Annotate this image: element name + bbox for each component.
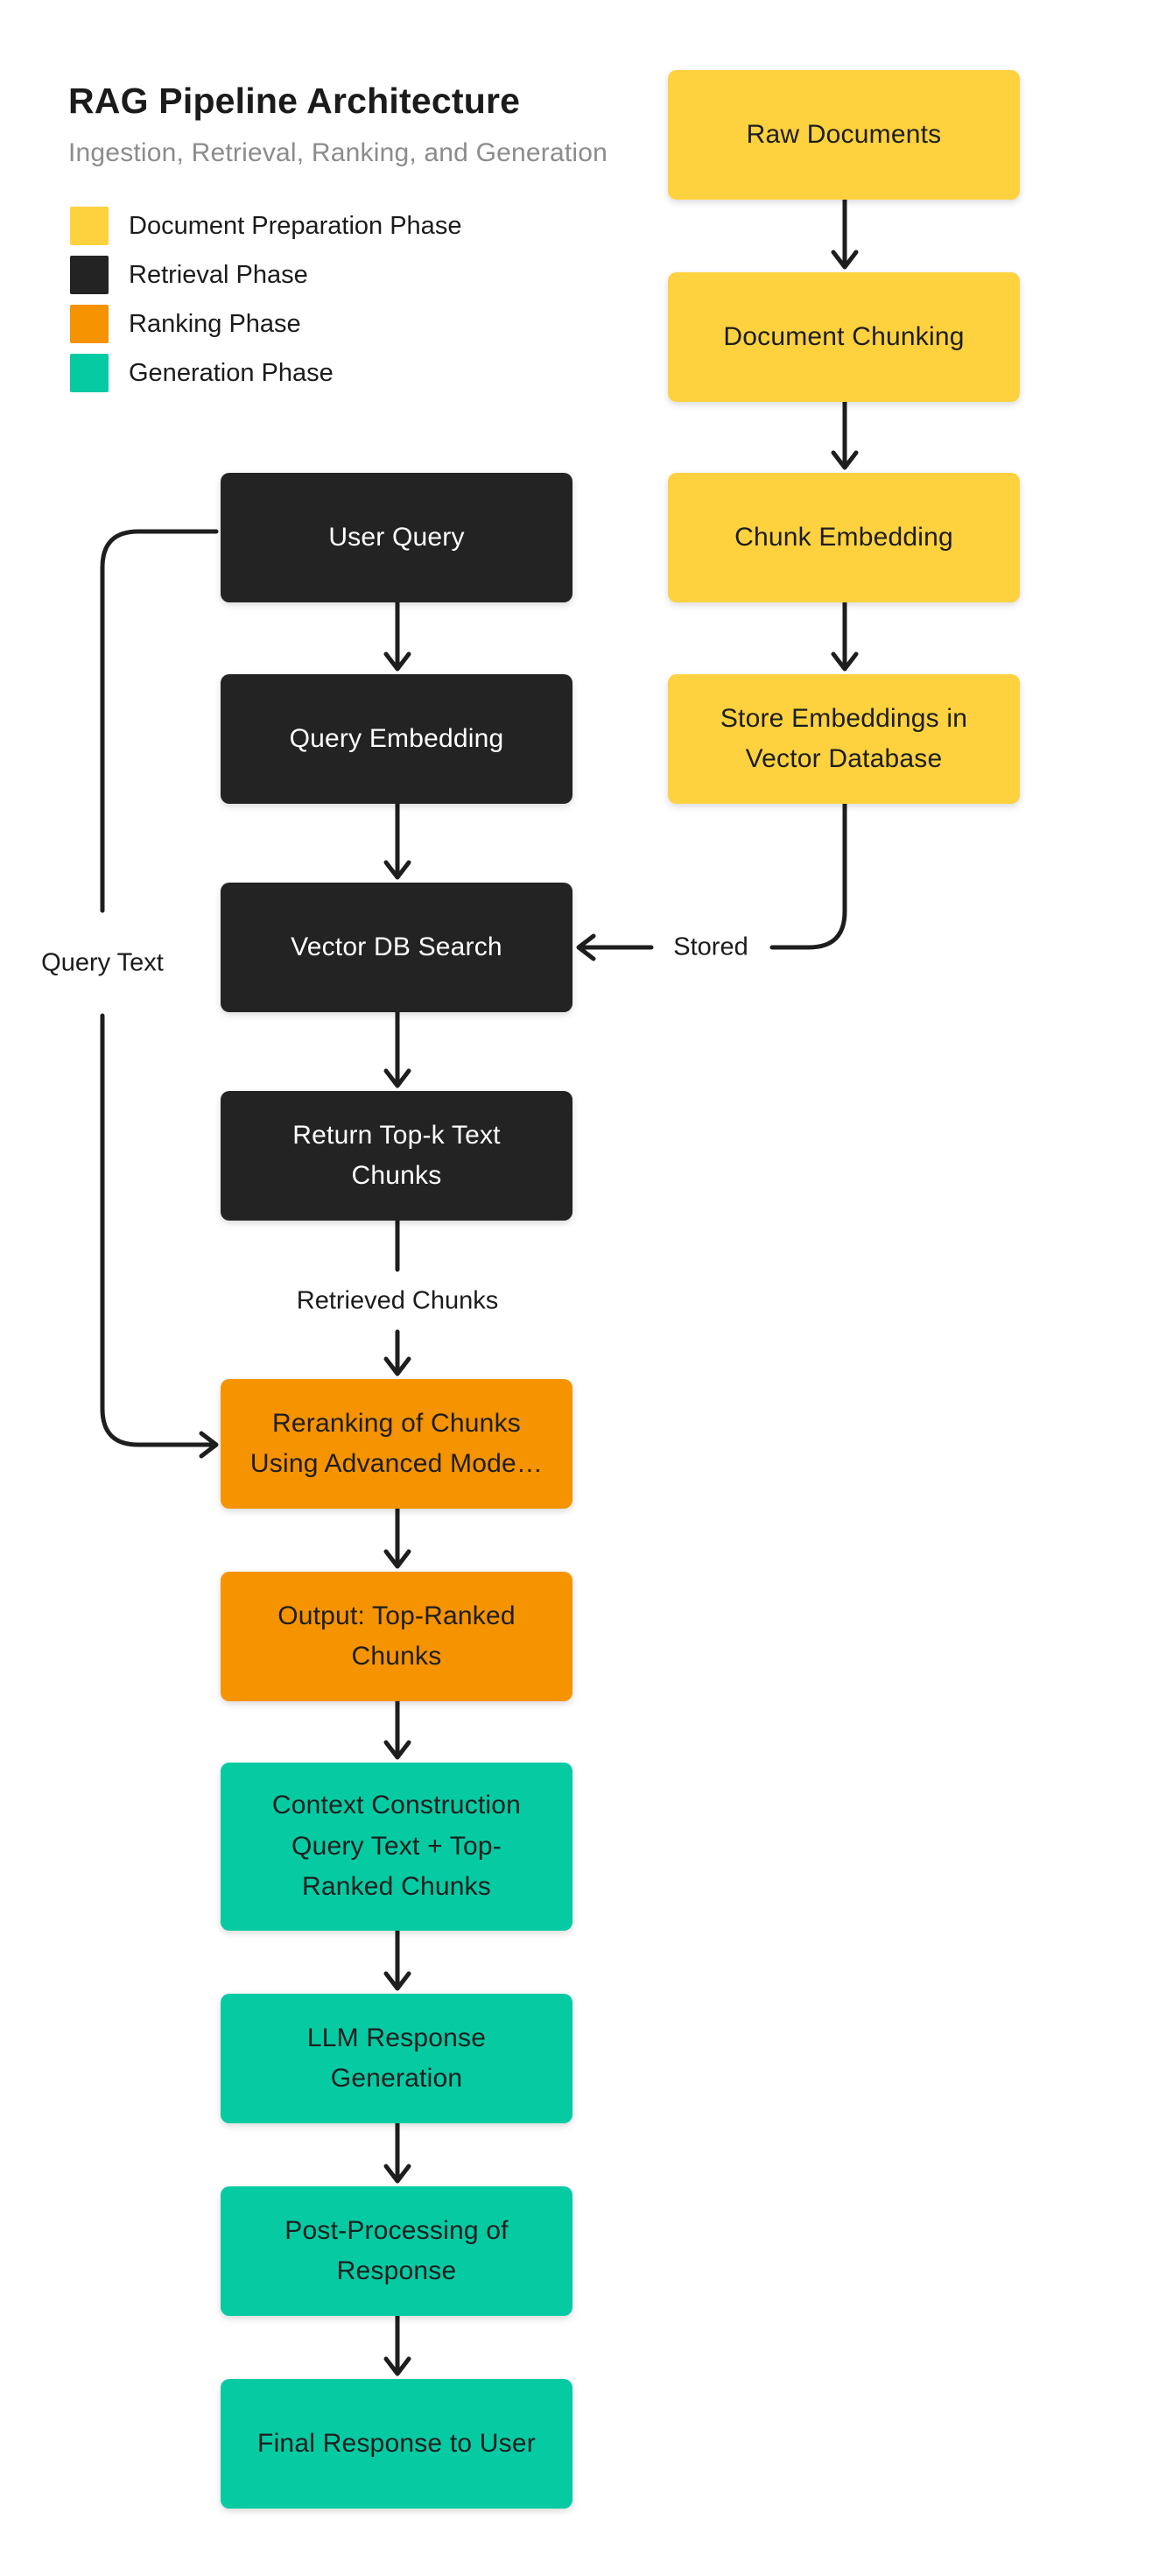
arrow-vectordb-to-topk <box>383 1010 411 1088</box>
legend-item-ranking: Ranking Phase <box>70 305 461 343</box>
node-label: Return Top-k Text Chunks <box>292 1120 501 1191</box>
legend: Document Preparation Phase Retrieval Pha… <box>70 207 461 392</box>
legend-label: Retrieval Phase <box>129 260 308 289</box>
node-label: Query Embedding <box>289 723 504 753</box>
legend-label: Document Preparation Phase <box>129 211 462 240</box>
page-title: RAG Pipeline Architecture <box>68 81 521 121</box>
edge-label-stored: Stored <box>673 933 748 961</box>
query-text-connector <box>100 529 219 1459</box>
node-label: Store Embeddings in Vector Database <box>720 703 968 774</box>
arrow-retrievedchunks-to-reranking <box>383 1329 411 1376</box>
arrow-chunking-to-embedding <box>831 399 859 470</box>
legend-item-document-preparation: Document Preparation Phase <box>70 207 461 245</box>
page-subtitle: Ingestion, Retrieval, Ranking, and Gener… <box>68 138 608 167</box>
node-user-query: User Query <box>221 473 572 602</box>
node-reranking-of-chunks: Reranking of Chunks Using Advanced Mode… <box>221 1379 572 1509</box>
node-label: Output: Top-Ranked Chunks <box>277 1601 516 1672</box>
stored-arrow-into-vectordb <box>576 933 654 961</box>
legend-swatch-document-preparation <box>70 207 109 245</box>
query-text-line-upper <box>100 529 219 913</box>
node-raw-documents: Raw Documents <box>668 70 1020 200</box>
node-store-embeddings: Store Embeddings in Vector Database <box>668 674 1020 804</box>
node-vector-db-search: Vector DB Search <box>221 883 572 1012</box>
node-label: LLM Response Generation <box>306 2023 487 2094</box>
arrow-llm-to-postprocessing <box>383 2121 411 2184</box>
node-label: Vector DB Search <box>291 932 502 961</box>
node-final-response-to-user: Final Response to User <box>221 2379 572 2509</box>
legend-swatch-retrieval <box>70 256 109 294</box>
edge-label-query-text: Query Text <box>41 948 164 977</box>
arrow-raw-to-chunking <box>831 197 859 270</box>
node-label: Final Response to User <box>257 2428 536 2458</box>
node-label: Chunk Embedding <box>734 522 953 552</box>
node-label: Document Chunking <box>723 321 965 351</box>
legend-item-retrieval: Retrieval Phase <box>70 256 461 294</box>
node-document-chunking: Document Chunking <box>668 272 1020 402</box>
node-label: Context Construction Query Text + Top- R… <box>271 1791 522 1902</box>
node-label: Post-Processing of Response <box>284 2215 509 2286</box>
arrow-embedding-to-store <box>831 600 859 672</box>
arrow-postprocessing-to-final <box>383 2313 411 2376</box>
arrow-context-to-llm <box>383 1928 411 1991</box>
legend-label: Ranking Phase <box>129 309 301 338</box>
node-output-top-ranked-chunks: Output: Top-Ranked Chunks <box>221 1572 572 1701</box>
legend-label: Generation Phase <box>129 358 334 387</box>
legend-item-generation: Generation Phase <box>70 354 461 392</box>
query-text-line-lower <box>100 1013 219 1459</box>
arrow-output-to-context <box>383 1699 411 1760</box>
arrow-userquery-to-queryembedding <box>383 600 411 672</box>
arrow-queryembedding-to-vectordb <box>383 801 411 880</box>
node-llm-response-generation: LLM Response Generation <box>221 1994 572 2123</box>
node-query-embedding: Query Embedding <box>221 674 572 804</box>
legend-swatch-ranking <box>70 305 109 343</box>
node-post-processing-of-response: Post-Processing of Response <box>221 2186 572 2316</box>
node-label: Reranking of Chunks Using Advanced Mode… <box>249 1408 544 1479</box>
node-context-construction: Context Construction Query Text + Top- R… <box>221 1763 572 1931</box>
stored-line-from-store-box <box>769 801 847 950</box>
node-chunk-embedding: Chunk Embedding <box>668 473 1020 602</box>
legend-swatch-generation <box>70 354 109 392</box>
edge-label-retrieved-chunks: Retrieved Chunks <box>296 1286 499 1315</box>
node-return-top-k-chunks: Return Top-k Text Chunks <box>221 1091 572 1221</box>
node-label: Raw Documents <box>746 119 942 149</box>
node-label: User Query <box>328 522 465 552</box>
arrow-reranking-to-output <box>383 1506 411 1569</box>
